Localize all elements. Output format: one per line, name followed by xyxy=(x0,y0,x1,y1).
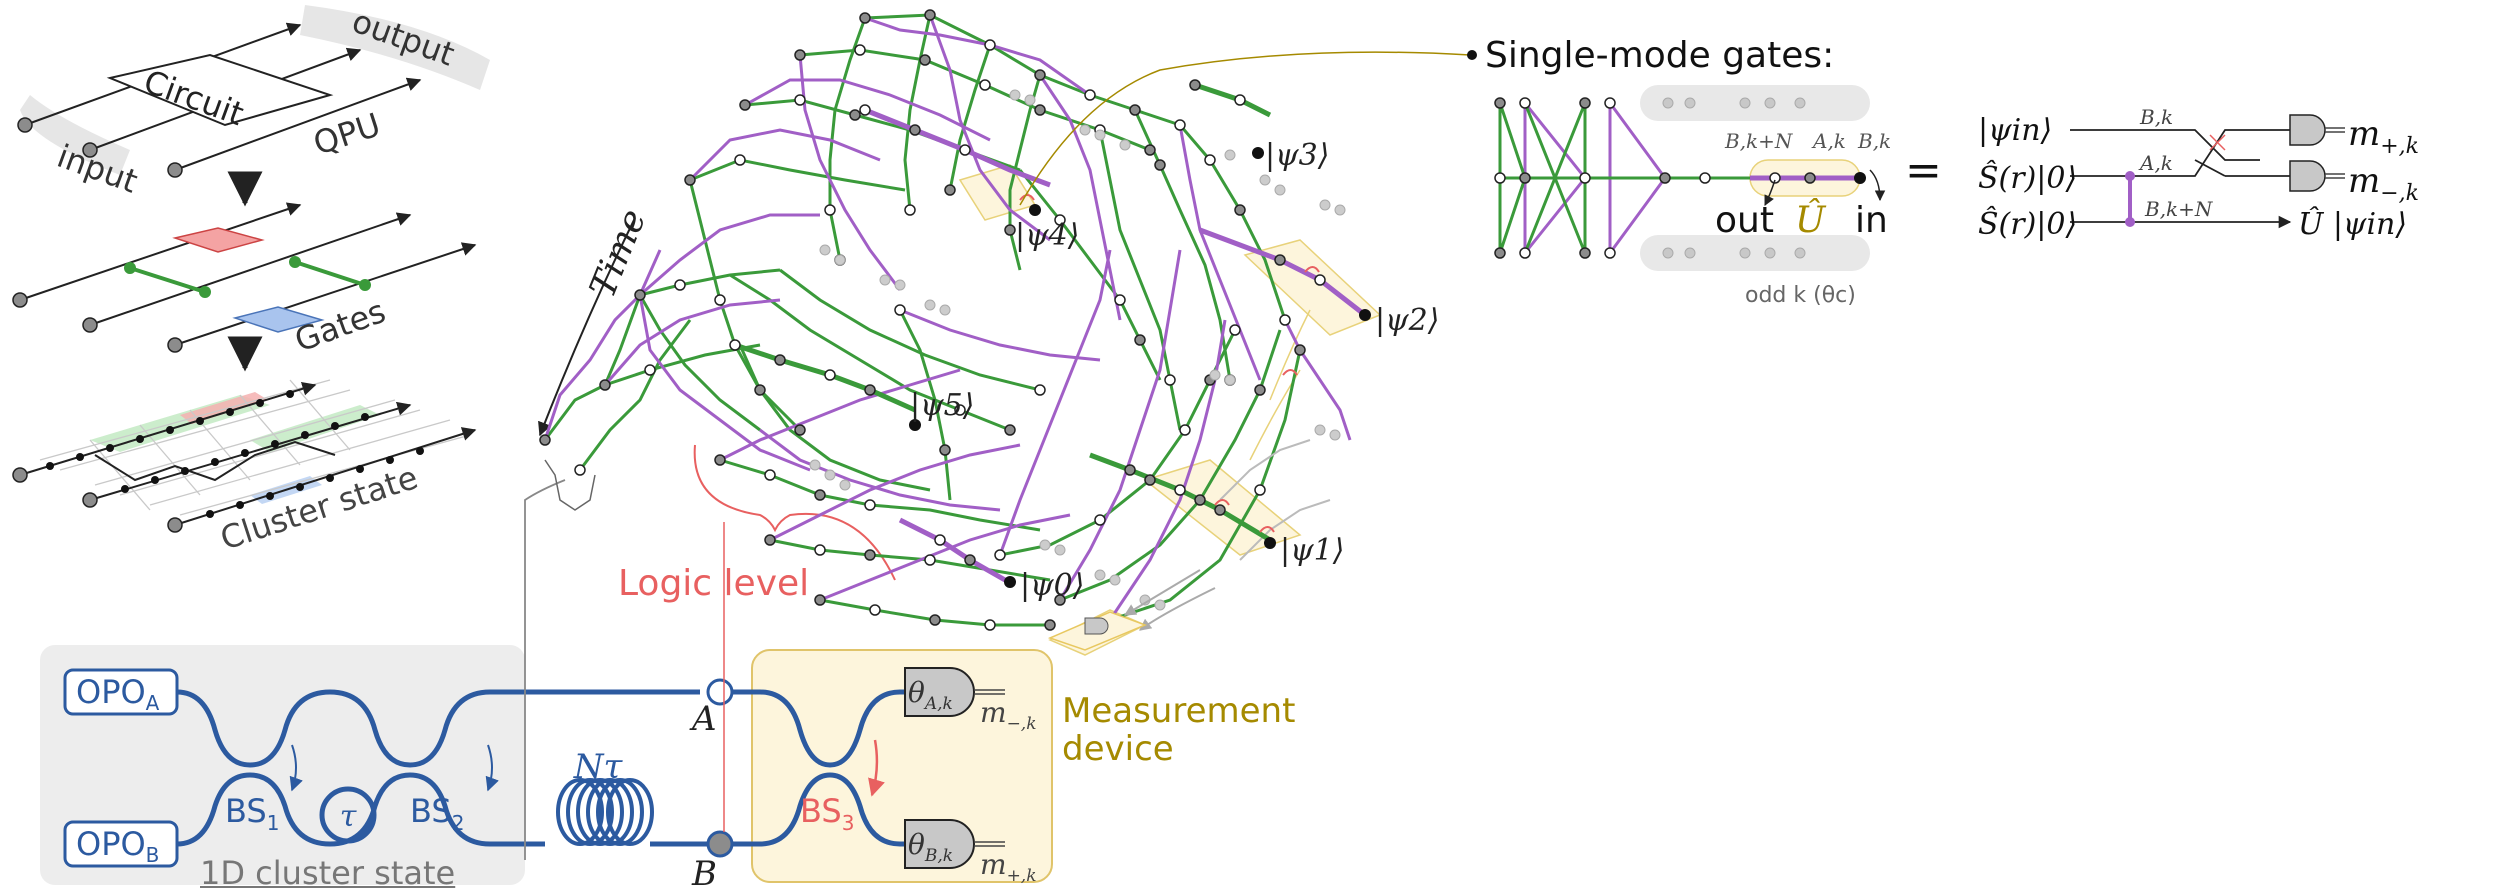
bkn-label: B,k+N xyxy=(1724,129,1794,153)
delay-coil xyxy=(556,778,654,846)
detector-b-icon xyxy=(904,819,975,869)
squeeze2-label: Ŝ(r)|0⟩ xyxy=(1978,206,2077,242)
circ-ak-label: A,k xyxy=(2138,151,2173,175)
psi2-label: |ψ2⟩ xyxy=(1375,303,1439,338)
hardware-panel: OPOA OPOB τ Nτ BS1 BS2 BS3 xyxy=(40,479,1295,888)
cluster-state-label: Cluster state xyxy=(216,458,423,557)
svg-text:OPOB: OPOB xyxy=(76,825,159,867)
equals-sign: = xyxy=(1905,145,1942,196)
circ-bkn-label: B,k+N xyxy=(2144,197,2214,221)
port-a-node xyxy=(706,678,734,706)
odd-k-label: odd k (θc) xyxy=(1745,283,1856,308)
single-mode-title: Single-mode gates: xyxy=(1485,35,1834,76)
psi-in-label: |ψin⟩ xyxy=(1978,113,2052,148)
mini-detector-icon xyxy=(1084,617,1109,635)
detector-plus-icon xyxy=(2289,114,2326,146)
circuit-box xyxy=(106,53,334,127)
u-psi-in-label: Û |ψin⟩ xyxy=(2298,206,2407,242)
out-label: out xyxy=(1715,200,1774,241)
psi5-label: |ψ5⟩ xyxy=(910,388,974,423)
cluster-3d-lattice: |ψ4⟩ |ψ5⟩ |ψ3⟩ |ψ2⟩ |ψ1⟩ |ψ0⟩ xyxy=(539,9,1477,656)
bk-label: B,k xyxy=(1857,129,1891,153)
psi4-label: |ψ4⟩ xyxy=(1015,218,1079,253)
time-axis: Time xyxy=(538,204,654,511)
u-hat-label: Û xyxy=(1795,199,1827,241)
squeeze1-label: Ŝ(r)|0⟩ xyxy=(1978,160,2077,196)
psi1-label: |ψ1⟩ xyxy=(1280,533,1344,568)
detector-a-icon xyxy=(904,667,975,717)
measurement-device-line1: Measurement xyxy=(1062,691,1295,731)
port-a-label: A xyxy=(689,699,717,739)
tau-loop xyxy=(319,786,377,844)
n-tau-label: Nτ xyxy=(573,747,624,787)
svg-text:m−,k: m−,k xyxy=(2348,161,2419,206)
svg-text:m+,k: m+,k xyxy=(2348,114,2419,159)
qpu-label: QPU xyxy=(309,105,385,162)
psi0-label: |ψ0⟩ xyxy=(1020,568,1084,603)
in-label: in xyxy=(1855,200,1888,241)
tau-label: τ xyxy=(340,799,357,834)
logic-level-label: Logic level xyxy=(618,563,809,604)
single-mode-gates-panel: Single-mode gates: xyxy=(1485,35,2419,308)
port-b-node xyxy=(706,830,734,858)
psi3-label: |ψ3⟩ xyxy=(1265,138,1329,173)
measurement-device-line2: device xyxy=(1062,729,1174,769)
output-label: output xyxy=(347,2,459,74)
port-b-label: B xyxy=(691,854,717,888)
left-panel: Circuit input output QPU Gates xyxy=(12,2,490,558)
measurement-device-box xyxy=(751,649,1053,883)
circ-bk-label: B,k xyxy=(2139,105,2173,129)
ak-label: A,k xyxy=(1811,129,1846,153)
logic-level-annotation: Logic level xyxy=(618,444,896,604)
cluster-1d-label: 1D cluster state xyxy=(200,854,455,888)
detector-minus-icon xyxy=(2289,160,2326,192)
